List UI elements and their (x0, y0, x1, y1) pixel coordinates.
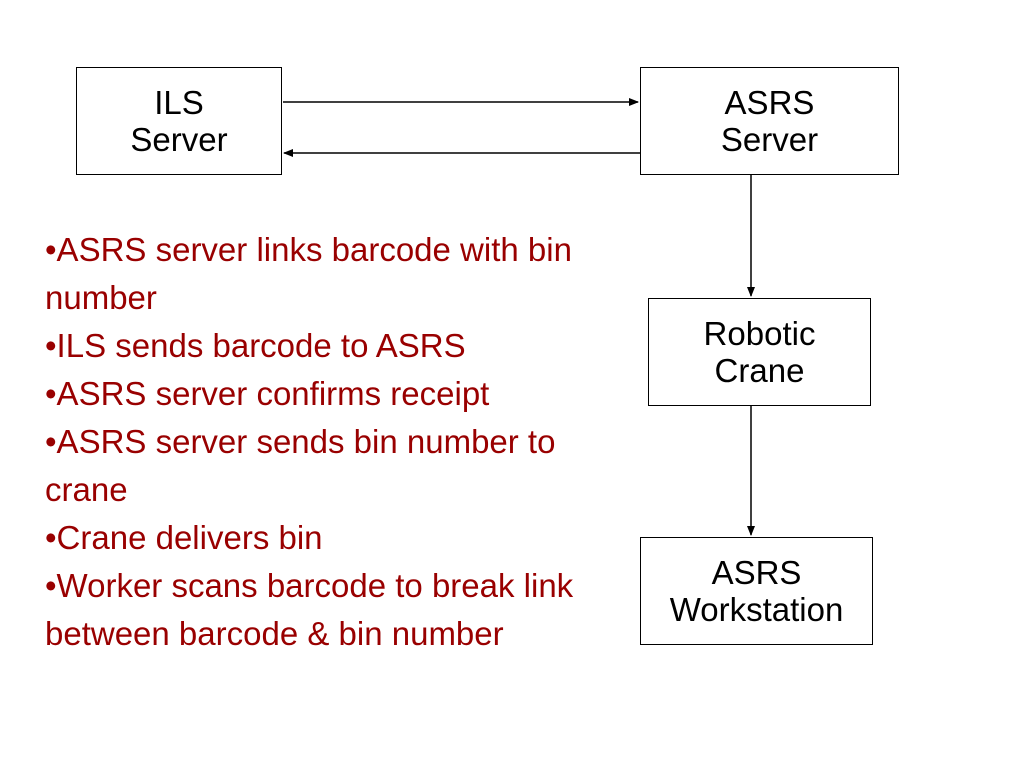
asrs-workstation-box: ASRS Workstation (640, 537, 873, 645)
list-item: •ASRS server links barcode with bin numb… (45, 231, 572, 316)
list-item: •Worker scans barcode to break link betw… (45, 567, 574, 652)
ils-server-label-line2: Server (130, 121, 228, 158)
ils-server-box: ILS Server (76, 67, 282, 175)
list-item: •Crane delivers bin (45, 519, 323, 556)
asrs-server-box: ASRS Server (640, 67, 899, 175)
list-item: •ILS sends barcode to ASRS (45, 327, 466, 364)
asrs-server-label-line1: ASRS (724, 84, 815, 121)
process-steps-list: •ASRS server links barcode with bin numb… (45, 226, 620, 658)
robotic-crane-label-line1: Robotic (703, 315, 816, 352)
list-item: •ASRS server confirms receipt (45, 375, 490, 412)
asrs-server-label-line2: Server (720, 121, 819, 158)
asrs-workstation-label-line2: Workstation (669, 591, 844, 628)
list-item: •ASRS server sends bin number to crane (45, 423, 556, 508)
robotic-crane-label-line2: Crane (714, 352, 805, 389)
robotic-crane-box: Robotic Crane (648, 298, 871, 406)
ils-server-label-line1: ILS (154, 84, 204, 121)
asrs-workstation-label-line1: ASRS (711, 554, 802, 591)
